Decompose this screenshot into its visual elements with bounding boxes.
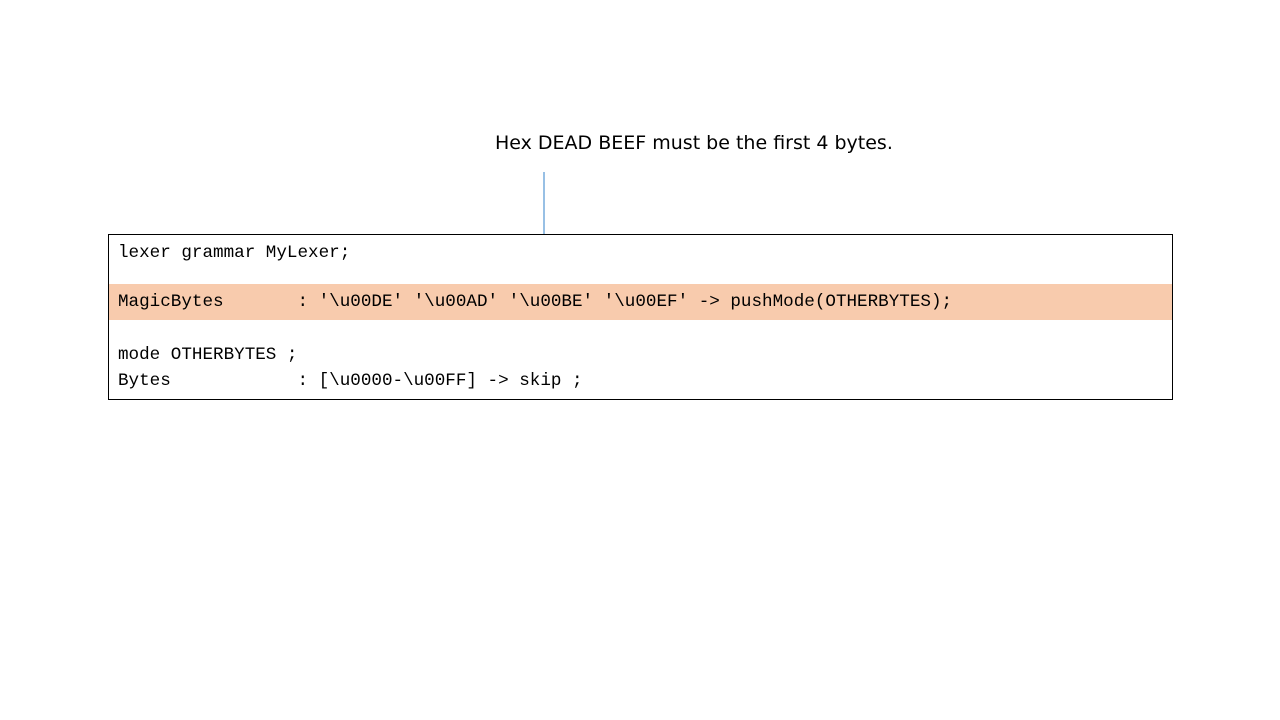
code-line-bytes: Bytes : [\u0000-\u00FF] -> skip ; — [118, 371, 583, 391]
highlighted-line-background — [109, 284, 1172, 320]
code-line-grammar: lexer grammar MyLexer; — [118, 243, 351, 263]
code-block: lexer grammar MyLexer; MagicBytes : '\u0… — [108, 234, 1173, 400]
code-line-magic-bytes: MagicBytes : '\u00DE' '\u00AD' '\u00BE' … — [118, 292, 953, 312]
code-line-mode: mode OTHERBYTES ; — [118, 345, 298, 365]
annotation-text: Hex DEAD BEEF must be the first 4 bytes. — [495, 132, 893, 154]
